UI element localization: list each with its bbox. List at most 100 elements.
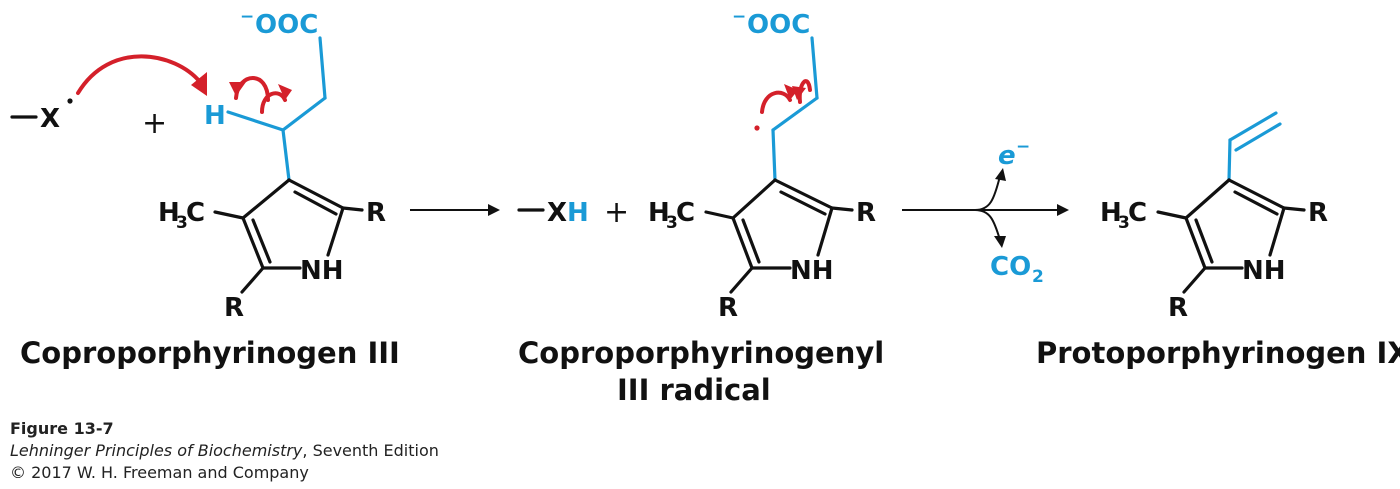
xh-h-atom: H — [567, 198, 589, 228]
reactant-name: Coproporphyrinogen III — [20, 336, 400, 370]
prod-ring-bond-2 — [1227, 178, 1286, 210]
prod-ring-double-1 — [1233, 190, 1279, 216]
radical-dot — [67, 98, 73, 104]
abstracted-h-atom: H — [204, 101, 226, 131]
methyl-h: H — [158, 198, 180, 228]
figure-caption: Figure 13-7 Lehninger Principles of Bioc… — [10, 418, 439, 484]
int-carboxyl-bond — [810, 36, 819, 100]
intermediate-name-line1: Coproporphyrinogenyl — [518, 336, 884, 370]
ch-bond — [226, 110, 285, 132]
int-ch2-bond — [771, 96, 819, 132]
int-methyl-bond — [704, 210, 735, 220]
ring-bond-3 — [241, 216, 265, 270]
r-bond-2 — [240, 266, 265, 294]
int-methyl-sub: 3 — [666, 213, 678, 233]
figure-number: Figure 13-7 — [10, 419, 114, 438]
carboxyl-bond — [318, 36, 327, 100]
reactant-group: X + H − OOC H 3 C R NH R — [10, 7, 400, 370]
product-group: H 3 C R NH R Protoporphyrinogen IX — [1036, 111, 1400, 370]
electron-branch — [974, 175, 1001, 211]
book-edition: , Seventh Edition — [302, 441, 439, 460]
electron-label: e — [998, 141, 1016, 171]
int-ring-double-1 — [779, 190, 827, 216]
fishhook-arrow-2 — [260, 91, 287, 114]
prod-methyl-c: C — [1128, 198, 1147, 228]
intermediate-group: X H + − OOC H 3 C R NH R Coproporphyrino… — [517, 7, 884, 407]
ring-bond-1 — [241, 178, 291, 220]
fishhook-head-4 — [792, 86, 806, 100]
plus-sign-2: + — [604, 195, 629, 230]
int-r-bond-2 — [729, 266, 754, 294]
fishhook-head-3 — [784, 84, 798, 100]
ring-bond-5 — [326, 206, 345, 257]
xh-x-atom: X — [547, 198, 567, 228]
prod-ring-bond-3 — [1184, 216, 1207, 270]
product-name: Protoporphyrinogen IX — [1036, 336, 1400, 370]
int-ring-bond-2 — [773, 178, 834, 210]
curly-arrow-head-1 — [191, 72, 207, 96]
ch2-bond — [281, 96, 327, 132]
prod-r-bond-2 — [1182, 266, 1207, 294]
prod-r-group-1: R — [1308, 198, 1328, 228]
ring-double-1 — [293, 190, 338, 216]
radical-dot-2 — [754, 125, 760, 131]
fishhook-arrow-4 — [797, 79, 812, 104]
electron-charge: − — [1016, 137, 1030, 157]
r-bond-1 — [341, 206, 364, 212]
copyright-line: © 2017 W. H. Freeman and Company — [10, 463, 309, 482]
prod-r-group-2: R — [1168, 293, 1188, 323]
methyl-c: C — [186, 198, 205, 228]
int-r-group-1: R — [856, 198, 876, 228]
vinyl-bond-1 — [1227, 138, 1232, 182]
int-nh-group: NH — [790, 256, 834, 286]
int-ring-bond-3 — [731, 216, 754, 270]
fishhook-head-2 — [278, 84, 292, 100]
charge-sign-1: − — [240, 7, 254, 27]
carboxylate-1: OOC — [255, 10, 318, 40]
ring-double-2 — [251, 218, 272, 264]
charge-sign-2: − — [732, 7, 746, 27]
vinyl-double-2 — [1234, 122, 1282, 152]
int-methyl-c: C — [676, 198, 695, 228]
methyl-sub: 3 — [176, 213, 188, 233]
prod-ring-bond-5 — [1268, 206, 1286, 257]
co2-branch-head — [994, 236, 1006, 248]
r-group-1: R — [366, 198, 386, 228]
co2-label: CO — [990, 252, 1031, 282]
nh-group: NH — [300, 256, 344, 286]
intermediate-name-line2: III radical — [617, 373, 771, 407]
r-group-2: R — [224, 293, 244, 323]
int-ring-double-2 — [741, 218, 761, 264]
prod-methyl-bond — [1156, 210, 1188, 220]
fishhook-arrow-3 — [760, 90, 792, 114]
plus-sign-1: + — [142, 106, 167, 141]
prod-methyl-sub: 3 — [1118, 213, 1130, 233]
curly-arrow-x-to-h — [76, 54, 202, 95]
reaction-arrow-2-head — [1057, 204, 1069, 216]
radical-x-atom: X — [40, 104, 60, 134]
carboxylate-2: OOC — [747, 10, 810, 40]
prod-nh-group: NH — [1242, 256, 1286, 286]
ring-link-bond — [281, 128, 291, 182]
prod-ring-double-2 — [1194, 218, 1214, 264]
book-title: Lehninger Principles of Biochemistry — [10, 441, 303, 460]
int-methyl-h: H — [648, 198, 670, 228]
int-r-bond-1 — [830, 206, 854, 212]
reaction-arrow-1-head — [488, 204, 500, 216]
methyl-bond — [213, 210, 245, 220]
int-ring-bond-1 — [731, 178, 777, 220]
fishhook-head-1 — [229, 82, 246, 96]
int-r-group-2: R — [718, 293, 738, 323]
ring-bond-2 — [287, 178, 345, 210]
co2-sub: 2 — [1032, 267, 1044, 287]
co2-branch — [974, 209, 1001, 241]
prod-ring-bond-1 — [1184, 178, 1231, 220]
prod-r-bond-1 — [1282, 206, 1306, 212]
int-ring-link — [771, 128, 777, 182]
electron-branch-head — [995, 168, 1006, 181]
prod-methyl-h: H — [1100, 198, 1122, 228]
book-line: Lehninger Principles of Biochemistry, Se… — [10, 440, 439, 462]
int-ring-bond-5 — [816, 206, 834, 257]
vinyl-double-1 — [1228, 111, 1278, 142]
